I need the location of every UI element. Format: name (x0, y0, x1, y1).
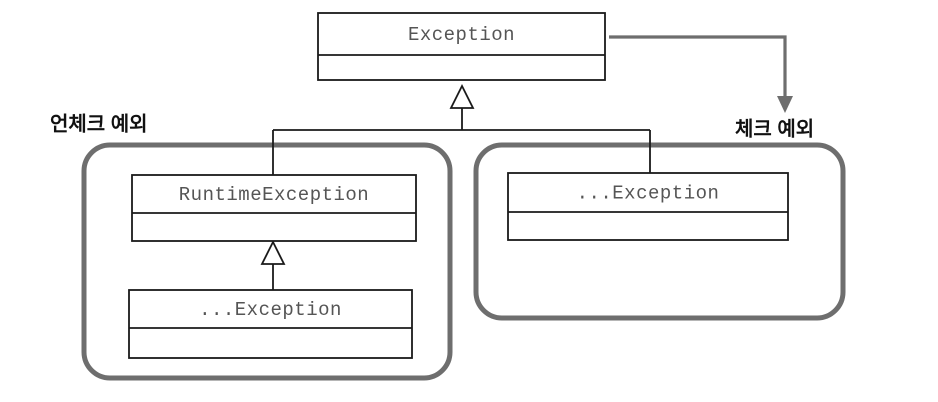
class-name-exception: Exception (408, 24, 515, 46)
class-name-checked-exception: ...Exception (577, 183, 720, 205)
group-label-unchecked: 언체크 예외 (50, 112, 148, 135)
generalization-runtime (260, 239, 286, 290)
class-box-runtime-exception[interactable]: RuntimeException (131, 174, 417, 242)
flow-arrow-exception-to-checked (609, 35, 793, 113)
class-box-unchecked-subclass[interactable]: ...Exception (128, 289, 413, 359)
flow-arrow-path (609, 35, 787, 96)
group-frame-unchecked-rect (81, 142, 453, 381)
group-frame-unchecked (81, 142, 453, 381)
class-box-runtime-exception-rect[interactable] (131, 174, 417, 242)
class-name-runtime-exception: RuntimeException (179, 184, 369, 206)
inheritance-triangle-runtime (260, 239, 286, 265)
group-label-checked: 체크 예외 (735, 117, 814, 140)
group-frame-checked-rect (473, 142, 846, 321)
class-box-checked-exception-rect[interactable] (507, 172, 789, 241)
class-name-unchecked-subclass: ...Exception (199, 299, 342, 321)
flow-arrow-head (777, 96, 793, 113)
class-box-exception[interactable]: Exception (317, 12, 606, 81)
group-frame-checked (473, 142, 846, 321)
class-box-exception-rect[interactable] (317, 12, 606, 81)
class-box-checked-exception[interactable]: ...Exception (507, 172, 789, 241)
class-box-unchecked-subclass-rect[interactable] (128, 289, 413, 359)
generalization-root (272, 83, 651, 175)
inheritance-triangle-root (449, 83, 475, 109)
